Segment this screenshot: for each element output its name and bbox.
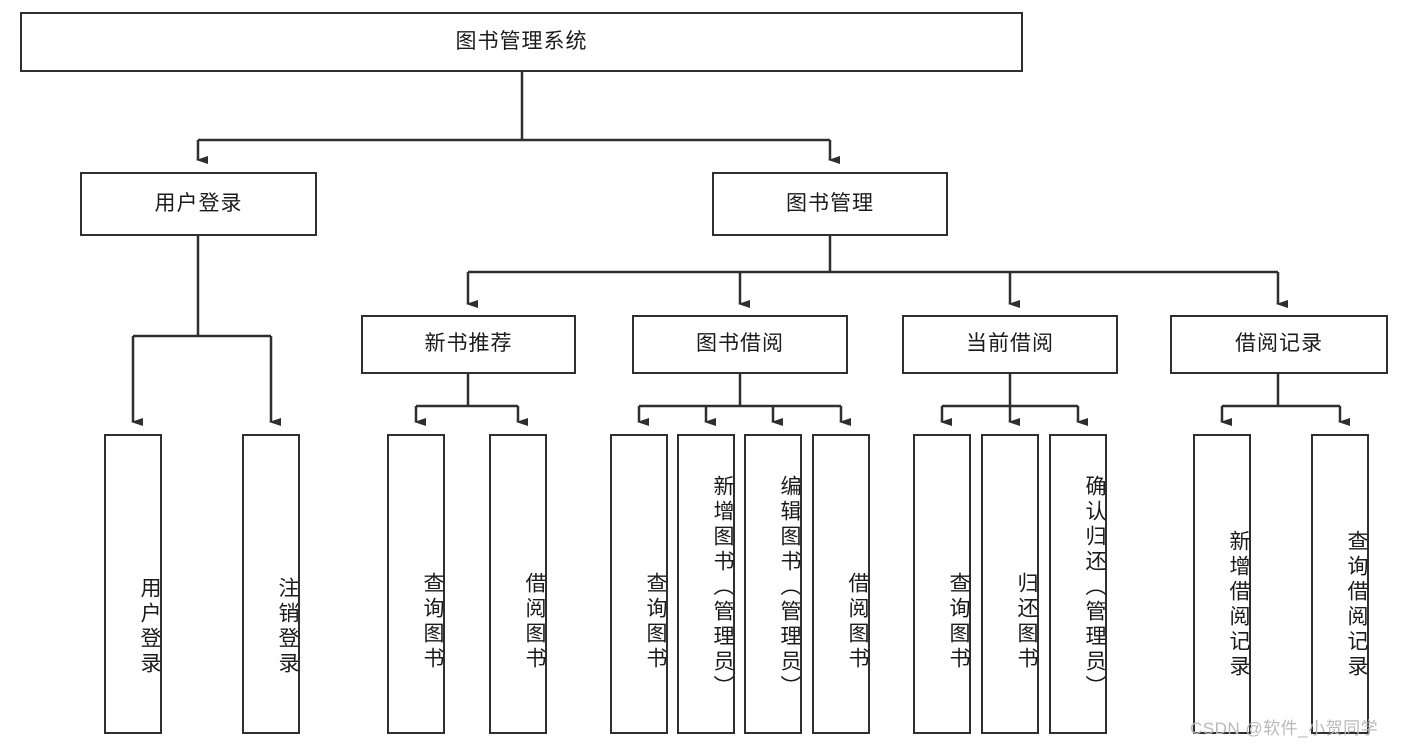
- node-root-label: 图书管理系统: [455, 29, 588, 53]
- leaf-confirm-return-label: 确认归还（管理员）: [1083, 474, 1106, 700]
- connector-current-borrow-to-leaves: [940, 374, 1088, 426]
- connector-user-login-to-leaves: [131, 236, 281, 426]
- leaf-add-record-label: 新增借阅记录: [1227, 530, 1250, 680]
- connector-book-borrow-to-leaves: [637, 374, 851, 426]
- node-new-book-recommend[interactable]: 新书推荐: [361, 315, 576, 374]
- leaf-add-book[interactable]: 新增图书（管理员）: [677, 434, 735, 734]
- leaf-edit-book[interactable]: 编辑图书（管理员）: [744, 434, 802, 734]
- leaf-query-book-2-label: 查询图书: [644, 572, 667, 672]
- node-book-borrow-label: 图书借阅: [696, 332, 784, 356]
- node-book-manage-label: 图书管理: [786, 191, 874, 215]
- connector-new-book-recommend-to-leaves: [414, 374, 528, 426]
- leaf-query-book-1[interactable]: 查询图书: [387, 434, 445, 734]
- leaf-query-book-1-label: 查询图书: [421, 572, 444, 672]
- connector-borrow-record-to-leaves: [1220, 374, 1350, 426]
- connector-book-manage-to-level3: [466, 236, 1288, 308]
- leaf-confirm-return[interactable]: 确认归还（管理员）: [1049, 434, 1107, 734]
- leaf-borrow-book-2-label: 借阅图书: [846, 572, 869, 672]
- leaf-query-record[interactable]: 查询借阅记录: [1311, 434, 1369, 734]
- node-current-borrow[interactable]: 当前借阅: [902, 315, 1118, 374]
- node-user-login[interactable]: 用户登录: [80, 172, 317, 236]
- leaf-edit-book-label: 编辑图书（管理员）: [778, 474, 801, 700]
- leaf-return-book[interactable]: 归还图书: [981, 434, 1039, 734]
- leaf-borrow-book-1[interactable]: 借阅图书: [489, 434, 547, 734]
- leaf-query-book-3-label: 查询图书: [947, 572, 970, 672]
- leaf-query-book-2[interactable]: 查询图书: [610, 434, 668, 734]
- node-user-login-label: 用户登录: [154, 191, 243, 215]
- node-borrow-record[interactable]: 借阅记录: [1170, 315, 1388, 374]
- leaf-add-record[interactable]: 新增借阅记录: [1193, 434, 1251, 734]
- leaf-query-book-3[interactable]: 查询图书: [913, 434, 971, 734]
- leaf-logout-login[interactable]: 注销登录: [242, 434, 300, 734]
- leaf-borrow-book-1-label: 借阅图书: [523, 572, 546, 672]
- connector-root-to-level2: [196, 72, 840, 164]
- node-new-book-recommend-label: 新书推荐: [424, 332, 513, 356]
- leaf-user-login-label: 用户登录: [138, 577, 161, 677]
- csdn-watermark: CSDN @软件_小贺同学: [1190, 719, 1379, 738]
- leaf-user-login[interactable]: 用户登录: [104, 434, 162, 734]
- leaf-query-record-label: 查询借阅记录: [1345, 530, 1368, 680]
- node-root[interactable]: 图书管理系统: [20, 12, 1023, 72]
- node-book-manage[interactable]: 图书管理: [712, 172, 948, 236]
- leaf-borrow-book-2[interactable]: 借阅图书: [812, 434, 870, 734]
- leaf-add-book-label: 新增图书（管理员）: [711, 474, 734, 700]
- node-book-borrow[interactable]: 图书借阅: [632, 315, 848, 374]
- leaf-return-book-label: 归还图书: [1015, 572, 1038, 672]
- leaf-logout-login-label: 注销登录: [276, 577, 299, 677]
- node-borrow-record-label: 借阅记录: [1235, 332, 1323, 356]
- node-current-borrow-label: 当前借阅: [966, 332, 1054, 356]
